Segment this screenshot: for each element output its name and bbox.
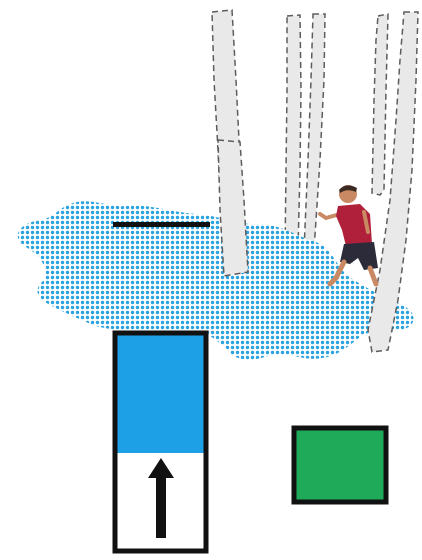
tree-trunk — [372, 14, 388, 195]
level-line — [113, 222, 210, 227]
tree-trunk — [285, 15, 301, 252]
green-square — [294, 428, 386, 502]
child-leg — [370, 268, 376, 284]
tube-water-fill — [117, 333, 204, 453]
water-tube — [115, 333, 206, 551]
child-shorts — [340, 242, 378, 270]
